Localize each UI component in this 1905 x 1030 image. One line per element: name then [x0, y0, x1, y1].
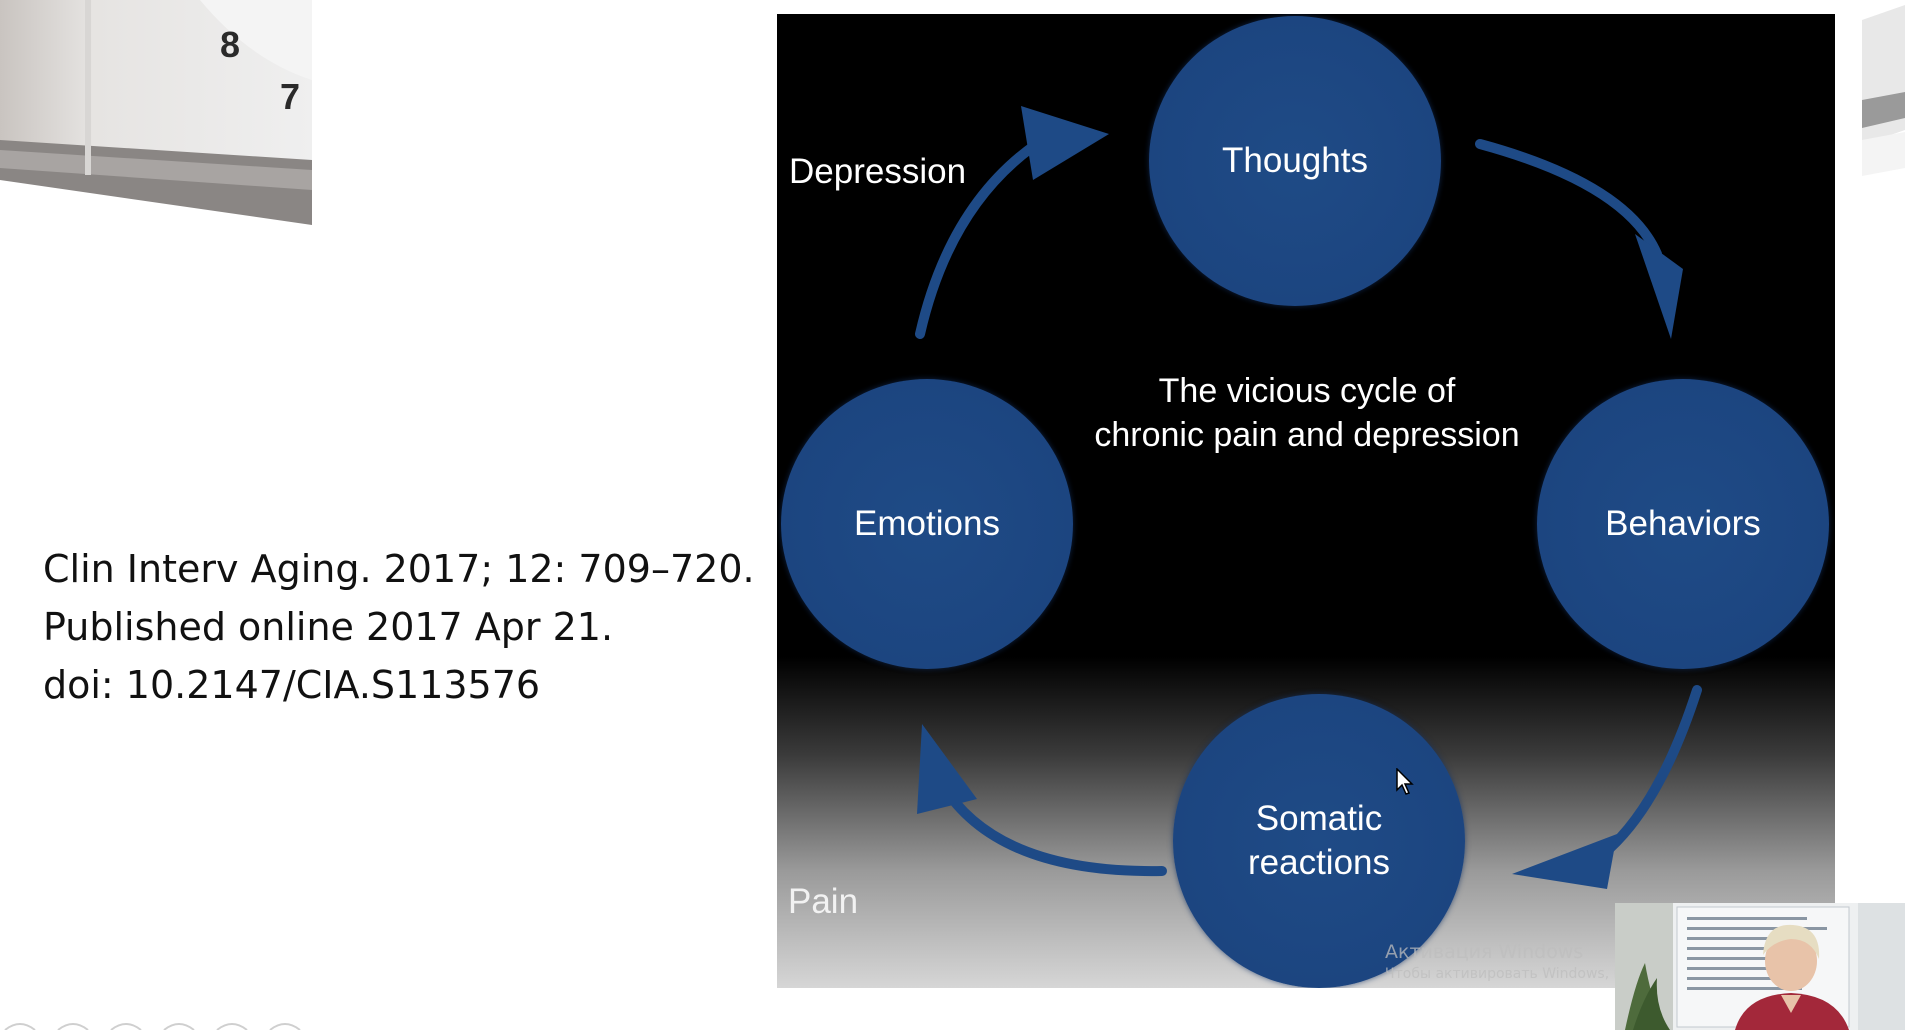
calendar-number-7: 7 — [280, 76, 301, 117]
watermark-title: Активация Windows — [1385, 941, 1584, 963]
right-edge-decoration — [1862, 0, 1905, 180]
emotions-label: Emotions — [854, 504, 1000, 543]
calendar-graphic — [0, 0, 312, 225]
webcam-presenter-icon — [1615, 903, 1905, 1030]
arrow-thoughts-to-behaviors — [1475, 139, 1683, 339]
diagram-title-line1: The vicious cycle of — [1158, 372, 1456, 410]
cycle-arrows — [915, 106, 1702, 889]
citation-doi: doi: 10.2147/CIA.S113576 — [43, 663, 541, 707]
mouse-cursor-icon — [1396, 768, 1414, 795]
depression-label: Depression — [789, 152, 967, 191]
somatic-label: Somatic reactions — [1248, 797, 1390, 885]
arrow-emotions-to-thoughts — [915, 106, 1109, 339]
slide-thumbnails-strip — [4, 1023, 301, 1030]
thoughts-node: Thoughts — [1149, 16, 1441, 306]
calendar-decoration: 8 7 — [0, 0, 312, 225]
somatic-label-line1: Somatic — [1255, 799, 1383, 838]
arrow-behaviors-to-somatic — [1512, 685, 1702, 889]
somatic-label-line2: reactions — [1247, 843, 1391, 882]
somatic-reactions-node: Somatic reactions — [1173, 694, 1465, 988]
citation-published: Published online 2017 Apr 21. — [43, 605, 614, 649]
vicious-cycle-diagram: Depression Pain Thoughts Emotions Behavi… — [777, 14, 1835, 988]
thoughts-label: Thoughts — [1222, 141, 1368, 180]
emotions-node: Emotions — [781, 379, 1073, 669]
behaviors-label: Behaviors — [1605, 504, 1761, 543]
diagram-title: The vicious cycle of chronic pain and de… — [1067, 369, 1547, 457]
calendar-number-8: 8 — [220, 24, 241, 65]
arrow-somatic-to-emotions — [917, 724, 1167, 877]
diagram-title-line2: chronic pain and depression — [1094, 416, 1520, 454]
webcam-video-frame — [1615, 903, 1905, 1030]
pain-label: Pain — [788, 882, 859, 921]
citation-journal: Clin Interv Aging. 2017; 12: 709–720. — [43, 547, 755, 591]
behaviors-node: Behaviors — [1537, 379, 1829, 669]
citation-block: Clin Interv Aging. 2017; 12: 709–720. Pu… — [43, 540, 783, 714]
